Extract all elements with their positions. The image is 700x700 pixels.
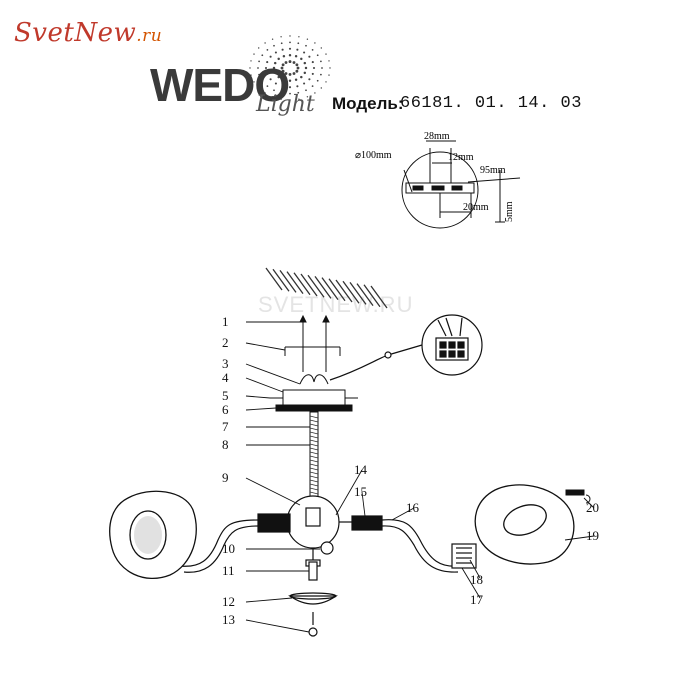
callout-leader-18 — [469, 559, 481, 579]
callout-leader-2 — [245, 342, 286, 351]
right-arm — [339, 515, 477, 573]
callout-label-10: 10 — [222, 541, 235, 556]
callout-label-17: 17 — [470, 592, 484, 607]
hub — [286, 495, 340, 637]
model-number: 66181. 01. 14. 03 — [400, 94, 582, 113]
dim-5mm: 5mm — [504, 201, 515, 222]
callout-leader-9 — [245, 477, 301, 506]
callout-leader-19 — [564, 535, 595, 541]
callout-leader-14 — [335, 469, 363, 516]
dim-28mm: 28mm — [424, 131, 450, 142]
dim-12mm: 12mm — [448, 152, 474, 163]
callout-leader-5 — [245, 395, 271, 399]
right-shade — [474, 484, 575, 565]
connector-block-icon — [329, 314, 483, 381]
dim-95mm: 95mm — [480, 165, 506, 176]
callout-leader-17 — [461, 567, 481, 599]
callout-label-9: 9 — [222, 470, 229, 485]
shop-logo-name: SvetNew — [14, 18, 137, 48]
left-shade — [109, 490, 197, 579]
callout-label-8: 8 — [222, 437, 229, 452]
callout-leader-3 — [245, 363, 301, 385]
callout-label-20: 20 — [586, 500, 599, 515]
callout-leader-13 — [245, 619, 310, 633]
callout-leader-20 — [583, 497, 595, 509]
ceiling-hatch-icon — [265, 267, 388, 309]
canopy — [282, 389, 346, 407]
shop-logo-domain: .ru — [136, 26, 163, 46]
callout-leader-12 — [245, 597, 293, 603]
callout-label-2: 2 — [222, 335, 229, 350]
callout-label-3: 3 — [222, 356, 229, 371]
callout-label-12: 12 — [222, 594, 235, 609]
callout-label-13: 13 — [222, 612, 235, 627]
callout-leader-4 — [245, 377, 284, 393]
left-arm — [179, 513, 291, 573]
callout-leader-6 — [245, 407, 277, 411]
canopy-plate — [275, 404, 353, 412]
brand-logo: WEDO — [150, 59, 290, 111]
callout-leader-15 — [361, 491, 366, 517]
shade-fastener-icon — [565, 489, 591, 504]
model-label: Модель: — [332, 94, 404, 113]
bracket-detail-circle — [401, 151, 479, 229]
callout-label-4: 4 — [222, 370, 229, 385]
callout-leader-16 — [391, 507, 415, 521]
callout-label-14: 14 — [354, 462, 368, 477]
callout-label-6: 6 — [222, 402, 229, 417]
callout-label-7: 7 — [222, 419, 229, 434]
callout-label-11: 11 — [222, 563, 235, 578]
sunburst-dots-icon — [249, 35, 331, 101]
dim-20mm: 20mm — [463, 202, 489, 213]
callout-label-15: 15 — [354, 484, 367, 499]
canopy-assembly — [270, 314, 358, 513]
callout-label-5: 5 — [222, 388, 229, 403]
mounting-bracket-detail — [401, 140, 521, 229]
brand-logo-sub: Light — [256, 92, 315, 117]
callout-label-1: 1 — [222, 314, 229, 329]
callout-label-16: 16 — [406, 500, 420, 515]
callout-label-19: 19 — [586, 528, 599, 543]
shop-logo: SvetNew.ru — [14, 18, 162, 48]
dim-diameter: ⌀100mm — [355, 150, 392, 161]
callout-label-18: 18 — [470, 572, 483, 587]
